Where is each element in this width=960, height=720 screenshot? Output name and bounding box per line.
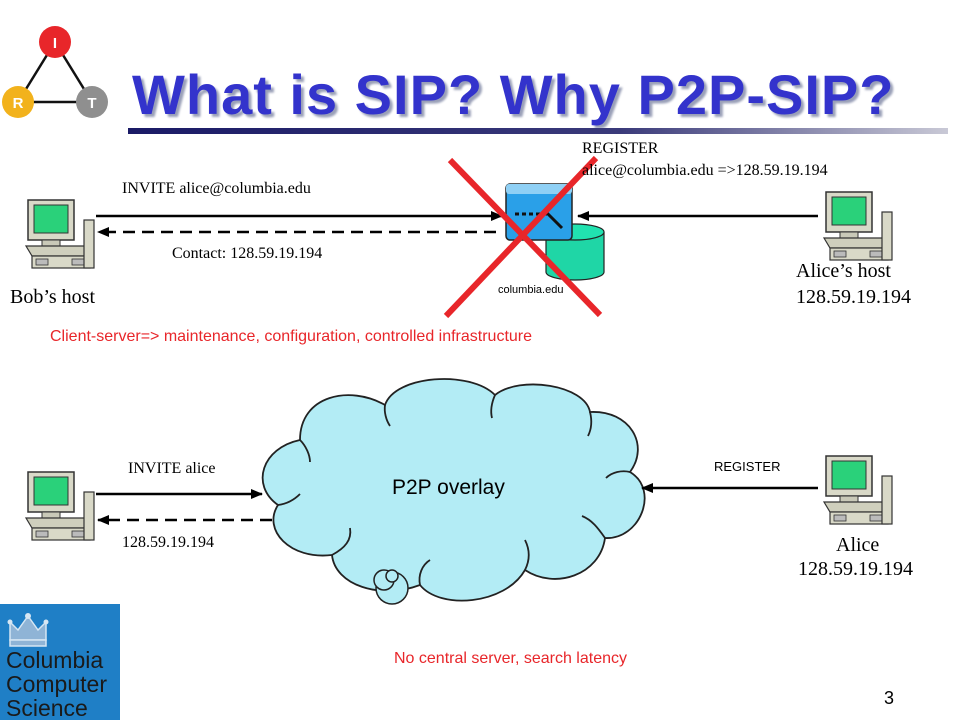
p2p-register-label: REGISTER	[714, 459, 781, 474]
contact-label: Contact: 128.59.19.194	[172, 245, 323, 262]
title-underline	[128, 128, 948, 134]
irt-r-letter: R	[13, 95, 24, 112]
p2p-bob-computer-icon	[25, 471, 95, 541]
cross-out-icon	[443, 155, 603, 319]
columbia-logo: Columbia Computer Science	[0, 604, 120, 720]
logo-line-computer: Computer	[6, 671, 107, 697]
crown-icon	[7, 613, 49, 647]
irt-t-circle	[76, 86, 108, 118]
client-server-note: Client-server=> maintenance, configurati…	[50, 328, 533, 345]
irt-logo: I R T	[2, 26, 108, 118]
register-label-line1: REGISTER	[582, 140, 659, 157]
bob-host-computer-icon	[25, 199, 95, 269]
p2p-overlay-cloud	[261, 378, 646, 602]
irt-r-circle	[2, 86, 34, 118]
logo-line-science: Science	[6, 695, 88, 720]
server-label: columbia.edu	[498, 284, 564, 296]
slide-title: What is SIP? Why P2P-SIP?	[132, 63, 895, 126]
irt-i-circle	[39, 26, 71, 58]
cloud-trail-bubbles	[373, 569, 409, 605]
alice-host-label: Alice’s host	[796, 260, 891, 282]
logo-line-columbia: Columbia	[6, 647, 104, 673]
irt-i-letter: I	[53, 35, 57, 52]
p2p-alice-label: Alice	[836, 534, 880, 556]
page-number: 3	[884, 688, 895, 708]
p2p-invite-label: INVITE alice	[128, 460, 216, 477]
bob-host-label: Bob’s host	[10, 286, 96, 308]
alice-host-ip: 128.59.19.194	[796, 286, 911, 308]
p2p-alice-computer-icon	[823, 455, 893, 525]
register-label-line2: alice@columbia.edu =>128.59.19.194	[582, 162, 828, 179]
invite-label: INVITE alice@columbia.edu	[122, 180, 311, 197]
server-icon	[505, 183, 605, 281]
alice-host-computer-icon	[823, 191, 893, 261]
p2p-response-label: 128.59.19.194	[122, 534, 214, 551]
p2p-note: No central server, search latency	[394, 650, 627, 667]
p2p-alice-ip: 128.59.19.194	[798, 558, 913, 580]
irt-t-letter: T	[87, 95, 96, 112]
p2p-overlay-label: P2P overlay	[392, 476, 505, 499]
